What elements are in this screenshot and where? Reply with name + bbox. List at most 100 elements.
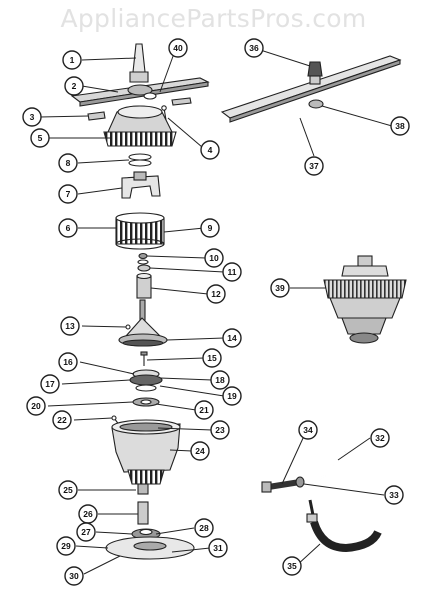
callout-40: 40 (168, 38, 188, 58)
callout-9: 9 (200, 218, 220, 238)
part-9-nut (138, 252, 148, 260)
callout-25: 25 (58, 480, 78, 500)
svg-text:3: 3 (30, 112, 35, 122)
callout-7: 7 (58, 184, 78, 204)
callout-39: 39 (270, 278, 290, 298)
part-12-impeller-shaft (136, 272, 152, 299)
part-2-lower-wash-arm (70, 77, 210, 107)
watermark: AppliancePartsPros.com (60, 4, 367, 33)
part-14-impeller-plate (118, 299, 168, 347)
callout-30: 30 (64, 566, 84, 586)
callout-11: 11 (222, 262, 242, 282)
leader-lines (39, 47, 393, 575)
svg-text:28: 28 (199, 523, 209, 533)
callout-32: 32 (370, 428, 390, 448)
part-11-seal (137, 264, 151, 272)
callout-14: 14 (222, 328, 242, 348)
svg-text:14: 14 (227, 333, 237, 343)
svg-text:38: 38 (395, 121, 405, 131)
callout-12: 12 (206, 284, 226, 304)
svg-text:26: 26 (83, 509, 93, 519)
callout-33: 33 (384, 485, 404, 505)
callout-15: 15 (202, 348, 222, 368)
part-13-screw (125, 324, 131, 330)
part-38-nut (308, 99, 324, 109)
svg-text:40: 40 (173, 43, 183, 53)
part-10-washer (137, 259, 149, 265)
svg-text:39: 39 (275, 283, 285, 293)
callout-36: 36 (244, 38, 264, 58)
svg-text:29: 29 (61, 541, 71, 551)
svg-text:32: 32 (375, 433, 385, 443)
callout-2: 2 (64, 76, 84, 96)
part-40-clip (143, 92, 157, 100)
svg-text:7: 7 (66, 189, 71, 199)
callout-17: 17 (40, 374, 60, 394)
part-16-17-18-19-valve-stack (129, 369, 163, 392)
part-26-motor-shaft (137, 501, 149, 525)
callout-4: 4 (200, 140, 220, 160)
callout-22: 22 (52, 410, 72, 430)
part-34-hose (261, 479, 301, 493)
part-36-hub (307, 61, 323, 85)
callout-1: 1 (62, 50, 82, 70)
svg-text:13: 13 (65, 321, 75, 331)
svg-text:21: 21 (199, 405, 209, 415)
svg-text:20: 20 (31, 401, 41, 411)
part-37-upper-spray-arm (220, 55, 402, 123)
svg-text:17: 17 (45, 379, 55, 389)
part-35-drain-hose (306, 499, 382, 553)
svg-text:10: 10 (209, 253, 219, 263)
callout-8: 8 (58, 153, 78, 173)
svg-text:22: 22 (57, 415, 67, 425)
callout-31: 31 (208, 538, 228, 558)
svg-text:27: 27 (81, 527, 91, 537)
part-33-fitting (295, 476, 305, 488)
svg-text:2: 2 (72, 81, 77, 91)
callout-16: 16 (58, 352, 78, 372)
part-1-wash-arm-stem (129, 43, 149, 83)
callout-35: 35 (282, 556, 302, 576)
part-20-21-gasket (132, 397, 160, 407)
svg-text:33: 33 (389, 490, 399, 500)
svg-text:16: 16 (63, 357, 73, 367)
svg-text:24: 24 (195, 446, 205, 456)
callout-20: 20 (26, 396, 46, 416)
svg-text:36: 36 (249, 43, 259, 53)
callout-19: 19 (222, 386, 242, 406)
part-32-tube (303, 451, 346, 487)
part-3-clip (87, 97, 192, 121)
callout-28: 28 (194, 518, 214, 538)
svg-text:18: 18 (215, 375, 225, 385)
svg-text:1: 1 (70, 55, 75, 65)
callout-23: 23 (210, 420, 230, 440)
svg-text:5: 5 (38, 133, 43, 143)
svg-text:11: 11 (228, 267, 237, 277)
svg-text:34: 34 (303, 425, 313, 435)
svg-text:31: 31 (213, 543, 223, 553)
svg-text:30: 30 (69, 571, 79, 581)
svg-text:19: 19 (227, 391, 237, 401)
part-23-24-pump-base (111, 419, 181, 485)
callout-26: 26 (78, 504, 98, 524)
part-5-pump-housing (103, 105, 177, 147)
part-4-screw (161, 105, 167, 121)
callout-21: 21 (194, 400, 214, 420)
svg-text:9: 9 (208, 223, 213, 233)
callout-27: 27 (76, 522, 96, 542)
callout-37: 37 (304, 156, 324, 176)
callout-3: 3 (22, 107, 42, 127)
part-39-pump-assembly (323, 255, 407, 344)
svg-text:35: 35 (287, 561, 297, 571)
svg-text:37: 37 (309, 161, 319, 171)
svg-text:23: 23 (215, 425, 225, 435)
callout-18: 18 (210, 370, 230, 390)
callout-24: 24 (190, 441, 210, 461)
svg-text:8: 8 (66, 158, 71, 168)
part-15-screw (140, 351, 148, 366)
callout-13: 13 (60, 316, 80, 336)
svg-text:12: 12 (211, 289, 221, 299)
callout-38: 38 (390, 116, 410, 136)
svg-text:25: 25 (63, 485, 73, 495)
